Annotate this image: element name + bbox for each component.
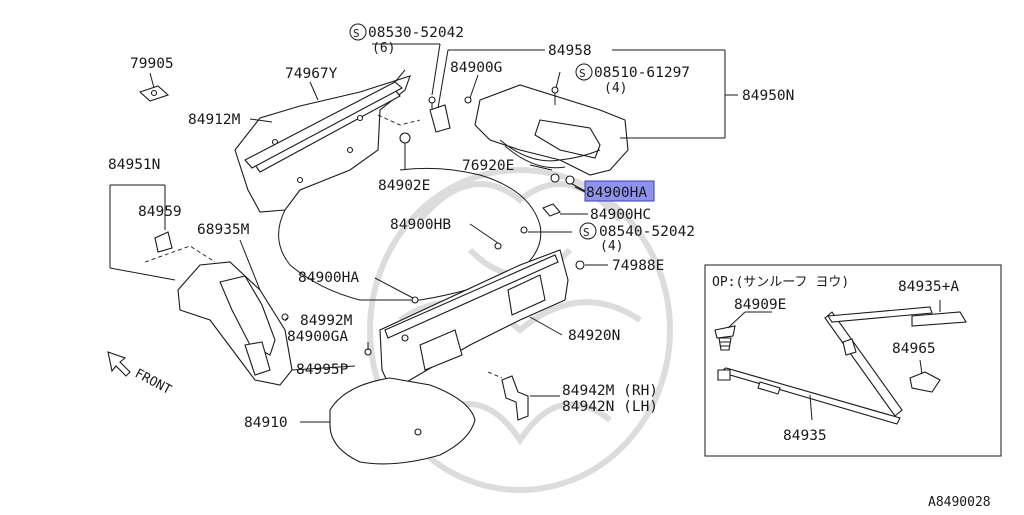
label-68935M: 68935M bbox=[197, 222, 250, 238]
label-84942N: 84942N (LH) bbox=[562, 399, 658, 415]
label-84900G: 84900G bbox=[450, 60, 502, 76]
label-76920E: 76920E bbox=[462, 158, 514, 174]
label-84959: 84959 bbox=[138, 204, 182, 220]
label-08530-52042: 08530-52042 bbox=[368, 25, 464, 41]
part-84965-clip bbox=[909, 359, 941, 393]
part-84909E-clip bbox=[714, 311, 772, 351]
label-84902E: 84902E bbox=[378, 178, 430, 194]
label-84900GA: 84900GA bbox=[287, 329, 348, 345]
label-84958: 84958 bbox=[548, 43, 592, 59]
sunroof-inset bbox=[704, 264, 1002, 457]
label-74967Y: 74967Y bbox=[285, 66, 338, 82]
label-84900HA-top: 84900HA bbox=[586, 185, 647, 201]
label-84920N: 84920N bbox=[568, 328, 620, 344]
part-84900HC-clip bbox=[520, 203, 585, 270]
part-84951N-side-trim bbox=[144, 231, 293, 386]
leader-lines bbox=[109, 43, 738, 423]
part-84910-floor-mat bbox=[329, 377, 476, 465]
label-08540-52042-qty: (4) bbox=[600, 239, 623, 254]
diagram-id: A8490028 bbox=[928, 495, 991, 510]
part-74967Y-strip bbox=[244, 69, 406, 169]
part-84935A-bracket bbox=[911, 300, 967, 327]
label-84992M: 84992M bbox=[300, 313, 353, 329]
label-84995P: 84995P bbox=[296, 362, 349, 378]
label-08510-61297: 08510-61297 bbox=[594, 65, 690, 81]
screw-symbol-3: S bbox=[583, 226, 590, 239]
label-84951N: 84951N bbox=[108, 157, 160, 173]
label-08510-61297-qty: (4) bbox=[604, 81, 627, 96]
label-84900HA-bottom: 84900HA bbox=[298, 270, 359, 286]
label-84910: 84910 bbox=[244, 415, 288, 431]
label-84900HC: 84900HC bbox=[590, 207, 651, 223]
label-84900HB: 84900HB bbox=[390, 217, 451, 233]
screw-symbol-icons bbox=[349, 23, 597, 240]
part-79905-clip bbox=[138, 85, 170, 102]
label-84935A: 84935+A bbox=[898, 279, 959, 295]
label-84942M: 84942M (RH) bbox=[562, 383, 658, 399]
label-08530-52042-qty: (6) bbox=[372, 41, 395, 56]
part-84942-bracket bbox=[487, 371, 529, 421]
part-84920N-finisher bbox=[364, 242, 569, 393]
inset-title: OP:(サンルーフ ヨウ) bbox=[712, 275, 849, 290]
label-84935: 84935 bbox=[783, 428, 827, 444]
part-84935-brace bbox=[717, 306, 933, 425]
label-84909E: 84909E bbox=[734, 297, 786, 313]
label-84912M: 84912M bbox=[188, 112, 241, 128]
screw-symbol-1: S bbox=[353, 27, 360, 40]
label-front: FRONT bbox=[132, 366, 174, 398]
label-84950N: 84950N bbox=[742, 88, 794, 104]
part-84950N-bracket bbox=[428, 84, 629, 185]
label-74988E: 74988E bbox=[612, 258, 664, 274]
front-arrow bbox=[107, 351, 131, 377]
label-84965: 84965 bbox=[892, 341, 936, 357]
screw-symbol-2: S bbox=[579, 67, 586, 80]
part-84902E-clip bbox=[399, 132, 411, 152]
label-08540-52042: 08540-52042 bbox=[599, 224, 695, 240]
label-79905: 79905 bbox=[130, 56, 174, 72]
